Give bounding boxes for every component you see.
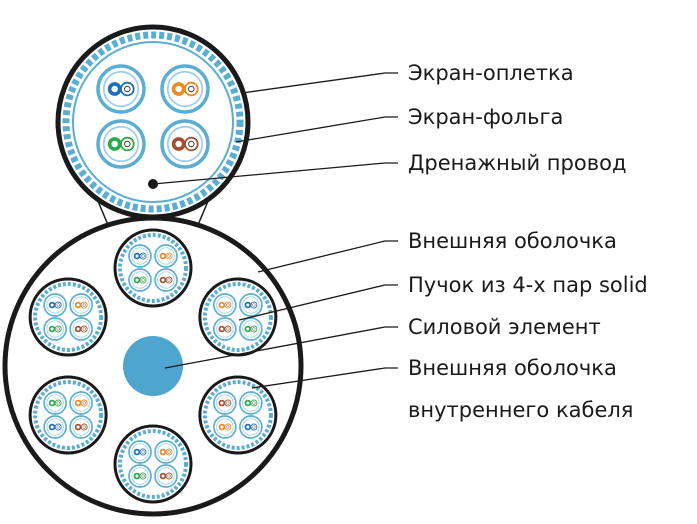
leader-braid [241, 72, 398, 94]
conductor-core-green [50, 327, 54, 331]
conductor-core-green [246, 327, 250, 331]
bundle-jacket [198, 277, 278, 357]
bundle-braid [202, 380, 273, 450]
pair-bundle [28, 277, 108, 357]
conductor-core2-blue [141, 450, 145, 454]
conductor-core-orange [175, 85, 182, 93]
conductor-core2-blue [141, 254, 145, 258]
leader-inner-jacket [251, 367, 398, 389]
conductor-core2-brown [82, 327, 86, 331]
conductor-core-brown [76, 425, 80, 429]
conductor-core-brown [161, 278, 165, 282]
conductor-core-blue [246, 425, 250, 429]
conductor-core-blue [135, 254, 139, 258]
conductor-core2-orange [82, 303, 86, 307]
detail-braid-shield [62, 31, 244, 213]
bundle-braid [118, 429, 188, 499]
conductor-core2-blue [252, 425, 256, 429]
conductor-core-brown [220, 327, 224, 331]
conductor-core2-green [252, 327, 256, 331]
conductor-core-blue [50, 303, 54, 307]
conductor-core-green [246, 401, 250, 405]
conductor-core-blue [246, 303, 250, 307]
conductor-core-orange [76, 303, 80, 307]
conductor-core-blue [135, 450, 139, 454]
conductor-core2-orange [226, 303, 230, 307]
label-outer-jacket: Внешняя оболочка [408, 229, 617, 253]
leader-strength [164, 326, 398, 369]
conductor-core2-blue [124, 85, 131, 93]
conductor-core-brown [161, 474, 165, 478]
conductor-core-orange [76, 401, 80, 405]
conductor-core2-green [56, 327, 60, 331]
conductor-core2-green [141, 474, 145, 478]
conductor-core2-green [56, 401, 60, 405]
conductor-core2-brown [82, 425, 86, 429]
label-drain-wire: Дренажный провод [408, 151, 627, 175]
bundle-jacket [113, 228, 193, 308]
leader-lines [152, 72, 398, 389]
pair-bundle [198, 375, 278, 455]
conductor-core-blue [50, 425, 54, 429]
bundle-jacket [28, 277, 108, 357]
conductor-core-brown [220, 401, 224, 405]
label-braid-shield: Экран-оплетка [408, 61, 574, 85]
conductor-core-orange [220, 425, 224, 429]
conductor-core2-orange [226, 425, 230, 429]
leader-bundle [238, 284, 398, 321]
conductor-core2-orange [167, 450, 171, 454]
label-strength-member: Силовой элемент [408, 315, 601, 339]
leader-outer-jacket [257, 240, 398, 273]
strength-member [123, 336, 183, 396]
bundle-jacket [28, 375, 108, 455]
conductor-core-green [111, 140, 118, 148]
detail-foil-shield [72, 41, 234, 203]
conductor-core-orange [220, 303, 224, 307]
conductor-core-brown [76, 327, 80, 331]
conductor-core2-brown [188, 140, 195, 148]
bundle-braid [33, 380, 104, 450]
pair-bundle [113, 228, 193, 308]
conductor-core2-blue [56, 425, 60, 429]
conductor-core2-green [141, 278, 145, 282]
bundle-braid [33, 282, 104, 352]
label-inner-jacket-line1: Внешняя оболочка [408, 356, 617, 380]
label-inner-jacket-line2: внутреннего кабеля [408, 398, 634, 422]
leader-drain [152, 162, 398, 185]
conductor-core-blue [111, 85, 118, 93]
pair-bundles [28, 228, 278, 504]
conductor-core2-brown [167, 278, 171, 282]
conductor-core2-blue [252, 303, 256, 307]
conductor-core2-orange [167, 254, 171, 258]
bundle-braid [202, 282, 273, 352]
label-foil-shield: Экран-фольга [408, 105, 564, 129]
conductor-core2-brown [226, 401, 230, 405]
conductor-core-green [135, 474, 139, 478]
bundle-jacket [113, 424, 193, 504]
conductor-core-brown [175, 140, 182, 148]
detail-cable-zoom [55, 24, 251, 220]
conductor-core-green [135, 278, 139, 282]
conductor-core-orange [161, 450, 165, 454]
conductor-core-green [50, 401, 54, 405]
pair-bundle [28, 375, 108, 455]
bundle-jacket [198, 375, 278, 455]
pair-bundle [198, 277, 278, 357]
main-cable-cross-section [2, 215, 304, 517]
leader-foil [235, 116, 398, 143]
conductor-core2-brown [167, 474, 171, 478]
conductor-core2-orange [188, 85, 195, 93]
conductor-core2-orange [82, 401, 86, 405]
conductor-core2-green [252, 401, 256, 405]
conductor-core-orange [161, 254, 165, 258]
bundle-braid [118, 233, 188, 303]
conductor-core2-blue [56, 303, 60, 307]
conductor-core2-green [124, 140, 131, 148]
label-bundle: Пучок из 4-х пар solid [408, 273, 648, 297]
conductor-core2-brown [226, 327, 230, 331]
pair-bundle [113, 424, 193, 504]
detail-twisted-pairs [96, 64, 210, 169]
